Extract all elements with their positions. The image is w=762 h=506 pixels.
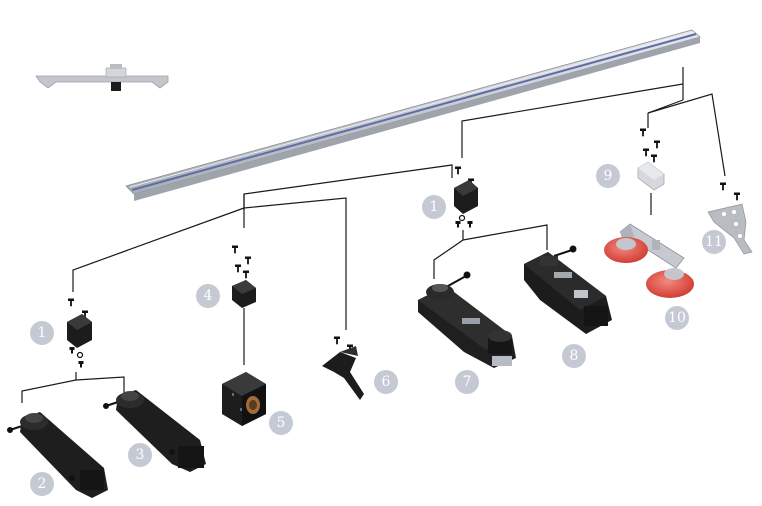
svg-text:10: 10 bbox=[668, 310, 686, 326]
callout-11: 11 bbox=[702, 230, 726, 254]
svg-text:1: 1 bbox=[430, 199, 439, 215]
clamp-arm-2 bbox=[7, 412, 108, 498]
cube-block-5 bbox=[222, 372, 266, 426]
clamp-block-center bbox=[454, 166, 478, 228]
svg-text:7: 7 bbox=[463, 374, 472, 390]
clamp-block-4 bbox=[232, 245, 256, 308]
gray-bar-9 bbox=[637, 128, 665, 191]
callout-1-left: 1 bbox=[30, 321, 54, 345]
callout-6: 6 bbox=[374, 370, 398, 394]
callout-9: 9 bbox=[596, 164, 620, 188]
suction-cups-10 bbox=[604, 223, 694, 298]
callout-1-center: 1 bbox=[422, 195, 446, 219]
rail-profile-thumbnail bbox=[35, 64, 169, 91]
callout-2: 2 bbox=[30, 472, 54, 496]
callout-7: 7 bbox=[455, 370, 479, 394]
svg-text:2: 2 bbox=[38, 476, 47, 492]
slide-plate-7 bbox=[418, 271, 516, 368]
svg-text:3: 3 bbox=[136, 447, 145, 463]
svg-text:11: 11 bbox=[705, 234, 723, 250]
svg-text:9: 9 bbox=[604, 168, 613, 184]
svg-text:5: 5 bbox=[277, 415, 286, 431]
main-rail bbox=[125, 29, 701, 201]
svg-text:6: 6 bbox=[382, 374, 391, 390]
callout-8: 8 bbox=[562, 344, 586, 368]
svg-text:8: 8 bbox=[570, 348, 579, 364]
base-block-8 bbox=[524, 245, 612, 334]
callout-10: 10 bbox=[665, 306, 689, 330]
svg-text:1: 1 bbox=[38, 325, 47, 341]
connector-lines bbox=[21, 67, 726, 403]
fork-bracket-6 bbox=[322, 336, 364, 400]
perforated-bracket-11 bbox=[707, 182, 753, 255]
callout-4: 4 bbox=[196, 284, 220, 308]
svg-text:4: 4 bbox=[204, 288, 213, 304]
callout-3: 3 bbox=[128, 443, 152, 467]
clamp-block-left bbox=[67, 298, 92, 368]
clamp-arm-3 bbox=[103, 390, 206, 472]
callout-5: 5 bbox=[269, 411, 293, 435]
